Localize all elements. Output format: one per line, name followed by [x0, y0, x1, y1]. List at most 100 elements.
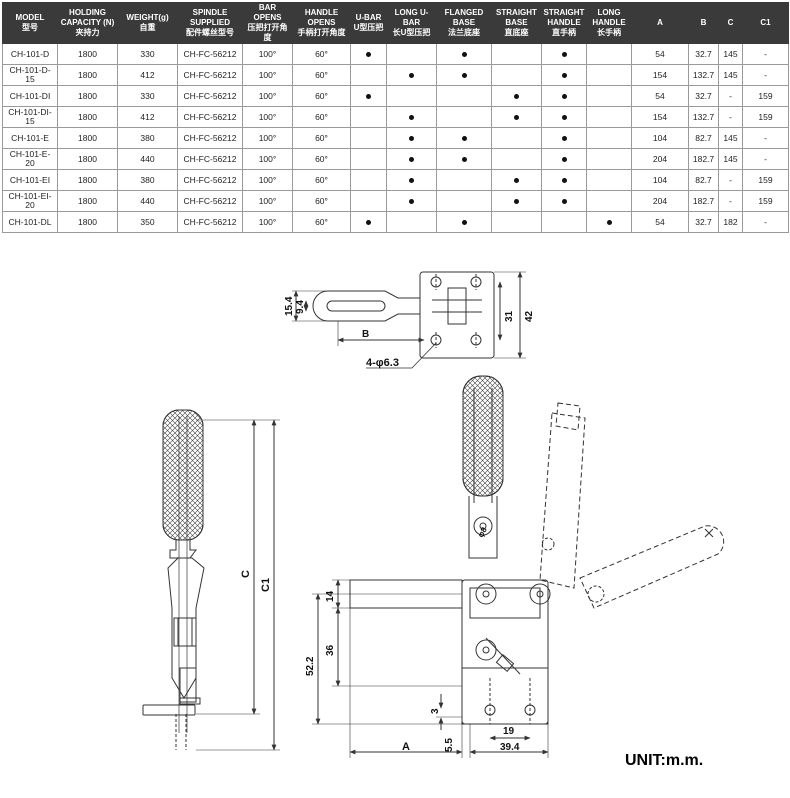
table-cell: CH-101-DI-15 [2, 106, 58, 128]
table-cell: CH-FC-56212 [177, 148, 243, 170]
table-cell: 1800 [57, 127, 118, 149]
dimension-cell: 54 [631, 85, 689, 107]
side-view [142, 409, 280, 751]
dimension-cell: 132.7 [688, 106, 719, 128]
table-cell: 1800 [57, 64, 118, 86]
dimension-cell: 159 [742, 169, 789, 191]
table-cell: CH-FC-56212 [177, 85, 243, 107]
table-cell: CH-101-E [2, 127, 58, 149]
column-header-cn: 直手柄 [552, 28, 576, 37]
dot-icon [366, 219, 371, 225]
table-cell: 440 [117, 148, 178, 170]
table-cell: CH-101-DI [2, 85, 58, 107]
dimension-cell: - [718, 106, 743, 128]
column-header-en: C [727, 18, 734, 27]
feature-cell [491, 85, 542, 107]
feature-cell [541, 127, 587, 149]
column-header-cn: 长手柄 [597, 28, 621, 37]
feature-cell [350, 190, 387, 212]
front-view [312, 375, 725, 758]
table-cell: CH-FC-56212 [177, 127, 243, 149]
table-cell: CH-101-D-15 [2, 64, 58, 86]
feature-cell [541, 64, 587, 86]
table-cell: 100° [242, 148, 293, 170]
feature-cell [386, 190, 437, 212]
table-cell: 1800 [57, 85, 118, 107]
table-cell: 100° [242, 43, 293, 65]
column-header-en: HANDLE OPENS [304, 8, 339, 27]
feature-cell [386, 148, 437, 170]
dimension-cell: 145 [718, 43, 743, 65]
feature-cell [350, 169, 387, 191]
feature-cell [586, 190, 632, 212]
table-cell: CH-101-EI [2, 169, 58, 191]
dimension-cell: 204 [631, 190, 689, 212]
feature-cell [586, 148, 632, 170]
table-cell: CH-FC-56212 [177, 43, 243, 65]
dot-icon [409, 72, 414, 78]
column-header-en: HOLDING CAPACITY (N) [60, 8, 115, 27]
feature-cell [541, 106, 587, 128]
dimension-cell: 104 [631, 127, 689, 149]
feature-cell [586, 169, 632, 191]
table-cell: 1800 [57, 190, 118, 212]
dim-19: 19 [503, 726, 515, 737]
technical-drawing: 15.4 9.4 31 42 B 4-φ6.3 C C1 [142, 271, 725, 758]
feature-cell [491, 190, 542, 212]
table-cell: CH-FC-56212 [177, 169, 243, 191]
feature-cell [541, 148, 587, 170]
column-header-en: BAR OPENS [253, 3, 282, 22]
table-cell: 100° [242, 169, 293, 191]
feature-cell [541, 85, 587, 107]
dimension-cell: 82.7 [688, 127, 719, 149]
table-cell: 380 [117, 169, 178, 191]
column-header-en: U-BAR [355, 13, 382, 22]
feature-cell [350, 43, 387, 65]
table-cell: 100° [242, 127, 293, 149]
table-cell: 60° [292, 148, 351, 170]
table-cell: 60° [292, 64, 351, 86]
dimension-cell: - [742, 148, 789, 170]
dot-icon [514, 177, 519, 183]
feature-cell [541, 211, 587, 233]
table-cell: 330 [117, 85, 178, 107]
dimension-cell: - [718, 169, 743, 191]
dim-a: A [402, 741, 410, 753]
table-cell: CH-FC-56212 [177, 64, 243, 86]
dimension-cell: 145 [718, 127, 743, 149]
dot-icon [561, 135, 567, 141]
dim-15-4: 15.4 [284, 296, 295, 316]
feature-cell [586, 211, 632, 233]
dot-icon [409, 198, 414, 204]
column-header-cn: 长U型压把 [392, 28, 431, 37]
feature-cell [586, 85, 632, 107]
dimension-cell: 145 [718, 64, 743, 86]
table-cell: 1800 [57, 148, 118, 170]
table-cell: 60° [292, 190, 351, 212]
feature-cell [586, 64, 632, 86]
column-header: B [688, 2, 719, 44]
dimension-cell: 204 [631, 148, 689, 170]
dim-52-2: 52.2 [305, 656, 316, 676]
dot-icon [461, 156, 467, 162]
table-cell: 1800 [57, 169, 118, 191]
dim-42: 42 [524, 310, 535, 322]
column-header-en: LONG U-BAR [394, 8, 429, 27]
column-header-cn: 手柄打开角度 [297, 28, 346, 37]
column-header-cn: 压把打开角度 [247, 23, 288, 42]
dot-icon [561, 93, 567, 99]
column-header-en: FLANGED BASE [444, 8, 484, 27]
feature-cell [386, 127, 437, 149]
dimension-cell: 132.7 [688, 64, 719, 86]
top-view [292, 271, 526, 369]
dimension-cell: 54 [631, 211, 689, 233]
